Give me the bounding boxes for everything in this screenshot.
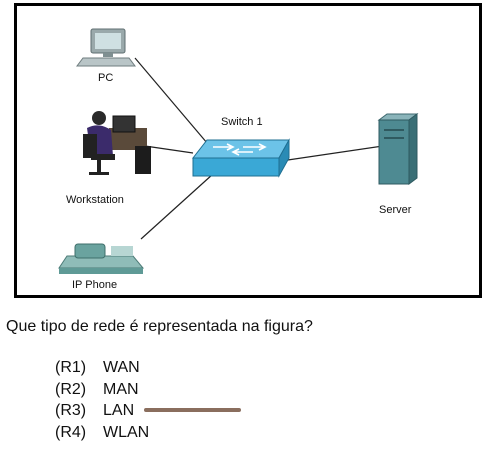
option-r4: (R4) WLAN	[55, 424, 149, 442]
switch-label: Switch 1	[221, 116, 263, 128]
ip-phone-label: IP Phone	[72, 279, 118, 291]
workstation-label: Workstation	[66, 194, 124, 206]
option-code: (R2)	[55, 381, 87, 398]
diagram-canvas	[58, 28, 419, 274]
question-text: Que tipo de rede é representada na figur…	[6, 318, 313, 335]
switch-icon	[191, 138, 290, 178]
server-label: Server	[379, 204, 412, 216]
ip-phone-icon	[58, 243, 145, 274]
option-code: (R3)	[55, 402, 87, 419]
option-code: (R1)	[55, 359, 87, 376]
option-r2: (R2) MAN	[55, 381, 139, 399]
option-label: WAN	[103, 359, 140, 376]
link-switch-server	[280, 145, 384, 162]
option-code: (R4)	[55, 424, 87, 441]
link-phone-switch	[140, 173, 214, 240]
network-diagram: PC Switch 1 Workstation Server IP Phone	[14, 3, 482, 298]
pc-icon	[76, 28, 136, 67]
option-r3: (R3) LAN	[55, 402, 134, 420]
option-r1: (R1) WAN	[55, 359, 140, 377]
pc-label: PC	[98, 72, 114, 84]
link-workstation-switch	[144, 145, 194, 154]
option-label: WLAN	[103, 424, 150, 441]
server-icon	[377, 113, 419, 185]
workstation-icon	[83, 111, 151, 175]
option-label: LAN	[103, 402, 135, 419]
option-label: MAN	[103, 381, 139, 398]
answer-underline-mark	[144, 408, 241, 412]
link-pc-switch	[134, 57, 214, 151]
